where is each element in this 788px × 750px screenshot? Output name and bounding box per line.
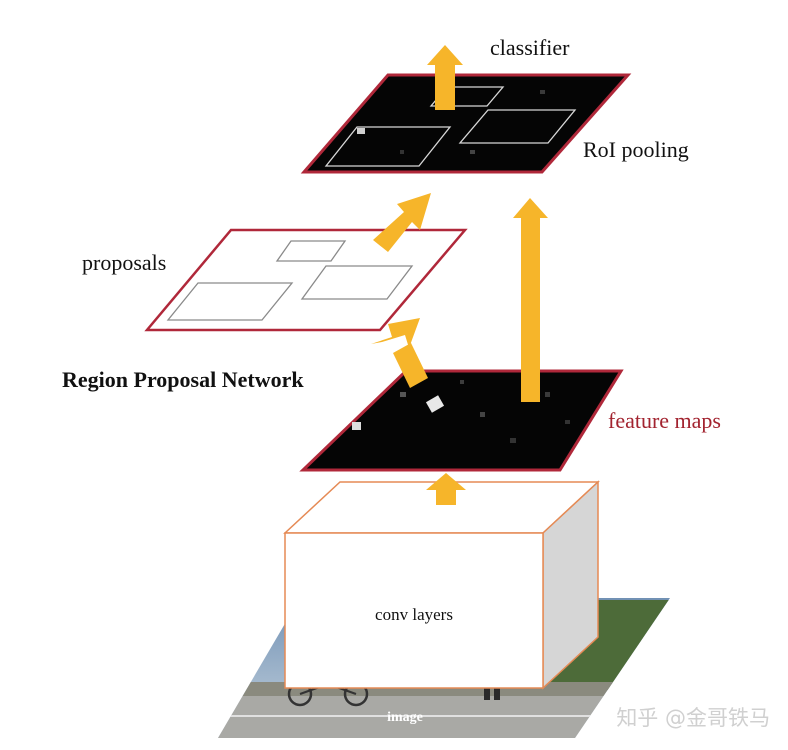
arrow-features-to-proposals-shaft [393, 343, 428, 388]
proposal-box-small [275, 240, 347, 262]
roi-pooling-plane [300, 73, 632, 174]
arrow-features-to-proposals [371, 318, 420, 348]
roi-activations [357, 90, 545, 154]
proposal-box-left [166, 282, 294, 321]
feature-maps-label: feature maps [608, 408, 721, 433]
image-person-leg [494, 682, 500, 700]
proposals-label: proposals [82, 250, 166, 275]
proposals-plane [144, 228, 468, 332]
roi-pooling-label: RoI pooling [583, 137, 689, 162]
proposals-surface [144, 228, 468, 332]
feature-maps-surface [299, 369, 624, 472]
arrow-conv-to-features [426, 473, 466, 505]
arrow-proposals-to-roi [373, 193, 431, 252]
feature-maps-plane [299, 369, 624, 472]
roi-box-right [458, 109, 577, 144]
conv-box-front [284, 532, 544, 689]
conv-layers-box: conv layers [283, 480, 600, 690]
watermark-text: 知乎 @金哥铁马 [616, 706, 770, 730]
classifier-label: classifier [490, 35, 570, 60]
rpn-label: Region Proposal Network [62, 367, 304, 392]
conv-layers-label: conv layers [375, 605, 453, 624]
arrow-roi-to-classifier [427, 45, 463, 110]
roi-box-left [324, 126, 452, 167]
image-road [218, 696, 670, 738]
arrow-features-to-roi [513, 198, 548, 402]
proposal-box-right [300, 265, 414, 300]
roi-pooling-surface [300, 73, 632, 174]
feature-activations [352, 380, 570, 443]
image-label: image [387, 710, 423, 725]
image-person-leg [484, 682, 490, 700]
